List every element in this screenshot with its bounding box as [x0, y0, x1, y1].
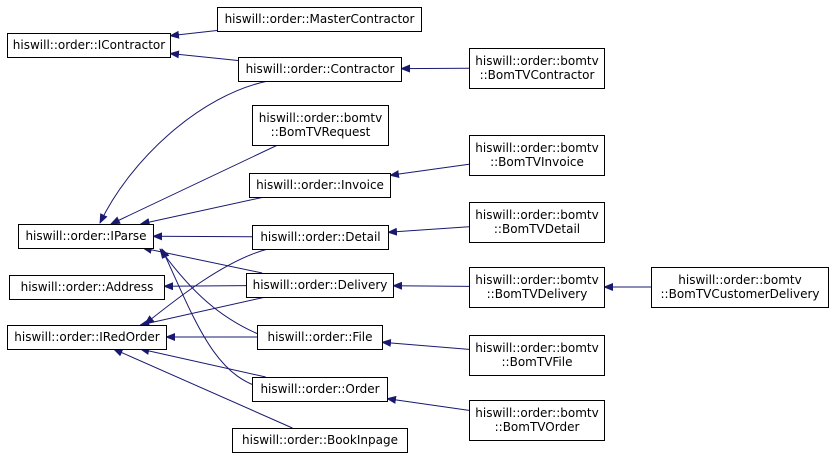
node-box: [7, 33, 171, 58]
node-label: ::BomTVCustomerDelivery: [661, 287, 820, 301]
node-order[interactable]: hiswill::order::Order: [252, 377, 388, 402]
node-label: hiswill::order::Invoice: [256, 178, 384, 192]
node-label: hiswill::order::bomtv: [475, 406, 598, 420]
node-box: [18, 224, 154, 249]
node-box: [469, 48, 605, 89]
node-bomtv-invoice[interactable]: hiswill::order::bomtv::BomTVInvoice: [469, 135, 605, 176]
edge-delivery-to-iparse: [141, 245, 263, 274]
node-box: [217, 7, 422, 32]
node-box: [469, 335, 605, 376]
edge-delivery-to-address: [163, 282, 247, 291]
node-label: hiswill::order::Contractor: [246, 62, 395, 76]
node-label: hiswill::order::bomtv: [678, 273, 801, 287]
node-bomtv-detail[interactable]: hiswill::order::bomtv::BomTVDetail: [469, 202, 605, 243]
node-master-contractor[interactable]: hiswill::order::MasterContractor: [217, 7, 422, 32]
node-box: [651, 267, 829, 308]
edge-delivery-to-iredorder: [139, 296, 266, 327]
node-bomtv-request[interactable]: hiswill::order::bomtv::BomTVRequest: [252, 105, 389, 146]
edge-bomtv-invoice-to-invoice: [389, 163, 470, 179]
node-box: [257, 325, 383, 350]
node-address[interactable]: hiswill::order::Address: [9, 275, 165, 300]
node-label: hiswill::order::bomtv: [475, 208, 598, 222]
node-label: hiswill::order::bomtv: [475, 341, 598, 355]
edge-bomtv-detail-to-detail: [387, 226, 470, 236]
node-box: [252, 377, 388, 402]
node-detail[interactable]: hiswill::order::Detail: [252, 225, 389, 250]
edge-bomtv-file-to-file: [381, 338, 470, 350]
edge-bomtv-delivery-to-delivery: [392, 281, 470, 290]
edge-master-contractor-to-icontractor: [169, 30, 218, 39]
node-box: [469, 400, 605, 441]
edge-file-to-iparse: [159, 248, 269, 339]
node-label: hiswill::order::IParse: [25, 229, 146, 243]
nodes-layer: hiswill::order::MasterContractorhiswill:…: [7, 7, 829, 453]
node-icontractor[interactable]: hiswill::order::IContractor: [7, 33, 171, 58]
node-label: hiswill::order::BookInpage: [242, 433, 398, 447]
node-box: [469, 202, 605, 243]
node-bomtv-order[interactable]: hiswill::order::bomtv::BomTVOrder: [469, 400, 605, 441]
node-box: [252, 105, 389, 146]
node-box: [469, 267, 605, 308]
node-box: [7, 325, 167, 350]
edge-contractor-to-icontractor: [169, 50, 239, 61]
node-label: ::BomTVContractor: [480, 68, 595, 82]
node-label: hiswill::order::Delivery: [253, 278, 388, 292]
node-label: hiswill::order::bomtv: [475, 54, 598, 68]
node-invoice[interactable]: hiswill::order::Invoice: [249, 173, 391, 198]
node-file[interactable]: hiswill::order::File: [257, 325, 383, 350]
node-label: hiswill::order::bomtv: [259, 111, 382, 125]
node-delivery[interactable]: hiswill::order::Delivery: [246, 273, 394, 298]
node-bomtv-delivery[interactable]: hiswill::order::bomtv::BomTVDelivery: [469, 267, 605, 308]
node-bomtv-customer-delivery[interactable]: hiswill::order::bomtv::BomTVCustomerDeli…: [651, 267, 829, 308]
edge-detail-to-iredorder: [144, 248, 269, 325]
node-bookinpage[interactable]: hiswill::order::BookInpage: [232, 428, 408, 453]
node-label: hiswill::order::IRedOrder: [14, 330, 159, 344]
node-iparse[interactable]: hiswill::order::IParse: [18, 224, 154, 249]
node-label: hiswill::order::MasterContractor: [225, 12, 415, 26]
node-box: [9, 275, 165, 300]
node-label: hiswill::order::File: [267, 330, 372, 344]
edge-invoice-to-iparse: [139, 196, 265, 226]
edge-order-to-iparse: [161, 248, 269, 390]
edge-bomtv-order-to-order: [386, 395, 470, 411]
node-label: ::BomTVFile: [502, 355, 573, 369]
node-box: [232, 428, 408, 453]
node-box: [246, 273, 394, 298]
node-label: hiswill::order::bomtv: [475, 273, 598, 287]
edges-layer: [99, 30, 651, 429]
node-box: [469, 135, 605, 176]
node-label: hiswill::order::Address: [21, 280, 154, 294]
node-label: ::BomTVRequest: [271, 125, 371, 139]
node-bomtv-file[interactable]: hiswill::order::bomtv::BomTVFile: [469, 335, 605, 376]
node-label: ::BomTVDelivery: [487, 287, 588, 301]
node-label: hiswill::order::Detail: [260, 230, 380, 244]
node-label: hiswill::order::bomtv: [475, 141, 598, 155]
node-box: [238, 57, 402, 82]
node-box: [249, 173, 391, 198]
node-contractor[interactable]: hiswill::order::Contractor: [238, 57, 402, 82]
node-iredorder[interactable]: hiswill::order::IRedOrder: [7, 325, 167, 350]
node-label: hiswill::order::Order: [260, 382, 379, 396]
node-label: ::BomTVInvoice: [490, 155, 584, 169]
edge-bomtv-request-to-iparse: [109, 144, 278, 225]
node-label: hiswill::order::IContractor: [13, 38, 165, 52]
node-label: ::BomTVOrder: [495, 420, 580, 434]
edge-bookinpage-to-iredorder: [112, 348, 293, 429]
node-bomtv-contractor[interactable]: hiswill::order::bomtv::BomTVContractor: [469, 48, 605, 89]
node-box: [252, 225, 389, 250]
edge-order-to-iredorder: [139, 347, 266, 378]
node-label: ::BomTVDetail: [494, 222, 580, 236]
edge-contractor-to-iparse: [99, 80, 269, 224]
